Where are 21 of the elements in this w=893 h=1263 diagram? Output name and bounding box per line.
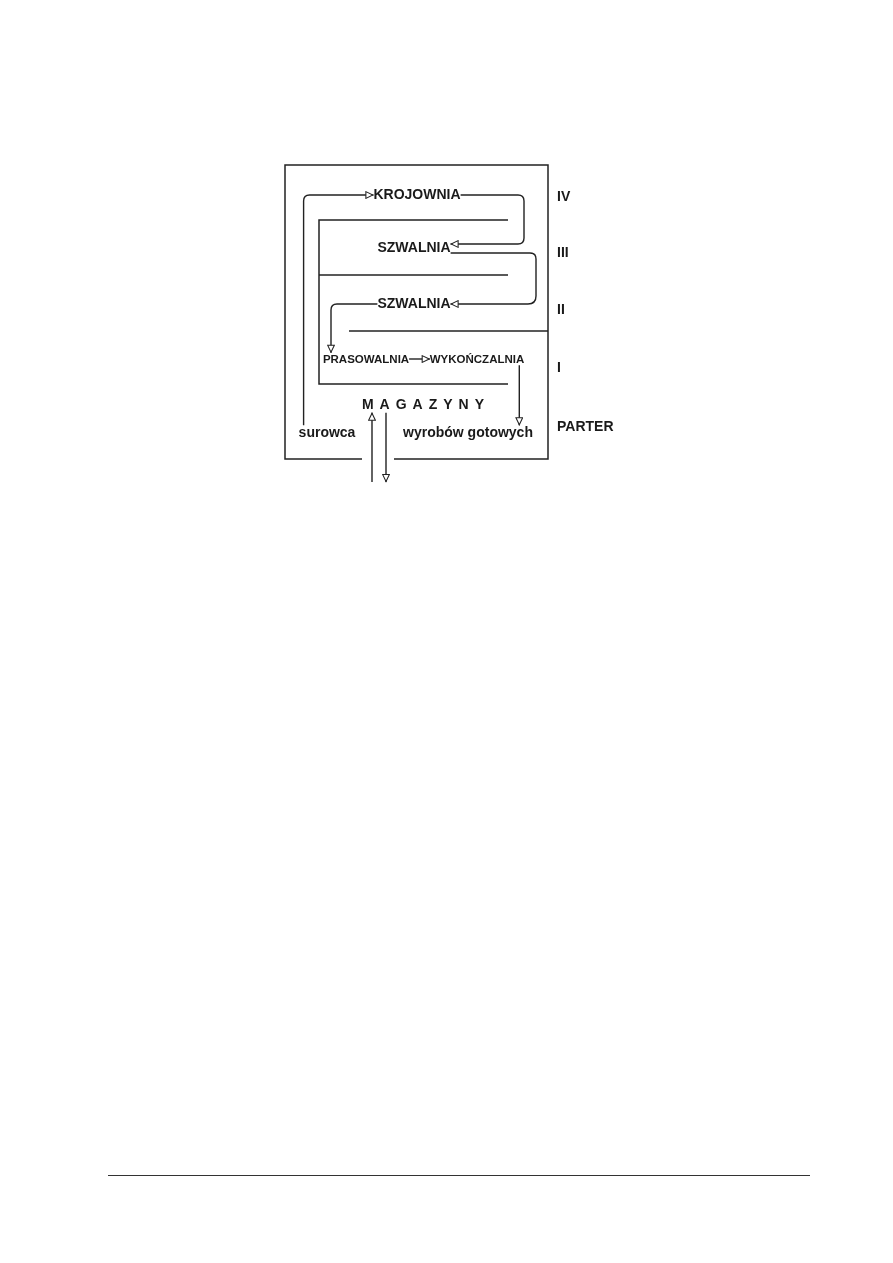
storage-label: surowca xyxy=(298,425,356,441)
floor-label: PARTER xyxy=(557,419,614,435)
room-label: SZWALNIA xyxy=(377,296,451,312)
floor-number: II xyxy=(557,302,565,318)
room-label: MAGAZYNY xyxy=(355,397,491,413)
arrow xyxy=(515,364,524,426)
arrow xyxy=(368,412,376,483)
arrow xyxy=(302,191,375,426)
floor-number: III xyxy=(557,245,569,261)
arrow xyxy=(449,194,525,248)
storage-label: wyrobów gotowych xyxy=(403,425,533,441)
arrow xyxy=(449,252,537,308)
floor-number: IV xyxy=(557,189,571,205)
arrow xyxy=(382,412,390,483)
floor-number: I xyxy=(557,360,561,376)
room-label: SZWALNIA xyxy=(377,240,451,256)
arrow xyxy=(327,303,379,354)
arrow xyxy=(408,355,431,363)
room-label: PRASOWALNIA xyxy=(322,352,410,366)
room-label: WYKOŃCZALNIA xyxy=(429,352,525,366)
room-label: KROJOWNIA xyxy=(373,187,461,203)
